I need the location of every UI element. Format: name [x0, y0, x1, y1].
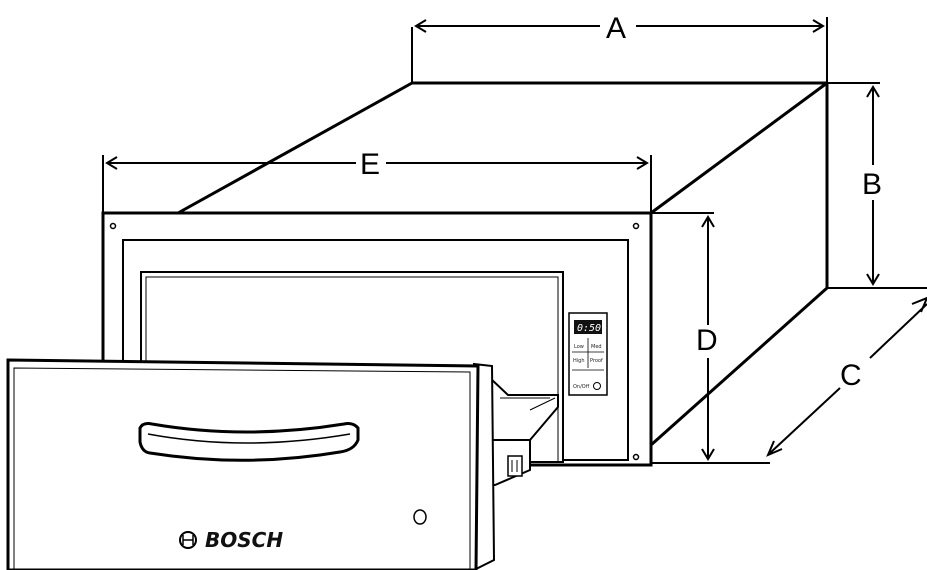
- brand-name: BOSCH: [205, 528, 283, 552]
- control-panel: 0:50 Low Med High Proof On/Off: [568, 312, 608, 396]
- timer-display: [574, 320, 602, 334]
- low-button[interactable]: Low: [574, 344, 584, 350]
- power-button[interactable]: On/Off: [573, 384, 590, 390]
- bosch-logo-icon: [179, 531, 197, 549]
- drawer-rails: [489, 375, 559, 486]
- proof-button[interactable]: Proof: [590, 358, 603, 364]
- drawer-handle[interactable]: [138, 422, 360, 462]
- dimension-a: [411, 17, 828, 83]
- power-icon: [593, 382, 601, 390]
- dimension-d: [651, 212, 770, 464]
- dimension-d-label: D: [696, 324, 718, 357]
- dimension-c-label: C: [840, 359, 862, 392]
- dimension-a-label: A: [606, 12, 626, 45]
- dimension-e-label: E: [360, 148, 380, 181]
- dimension-e: [102, 155, 652, 213]
- drawer-lock-hole: [413, 509, 427, 525]
- high-button[interactable]: High: [573, 358, 585, 364]
- dimension-b: [827, 82, 927, 289]
- dimension-c: [766, 296, 927, 457]
- timer-display-text: 0:50: [577, 323, 601, 334]
- med-button[interactable]: Med: [591, 344, 602, 350]
- dimension-b-label: B: [862, 168, 882, 201]
- cabinet-outline: [177, 81, 829, 447]
- drawer-front: BOSCH: [6, 358, 496, 570]
